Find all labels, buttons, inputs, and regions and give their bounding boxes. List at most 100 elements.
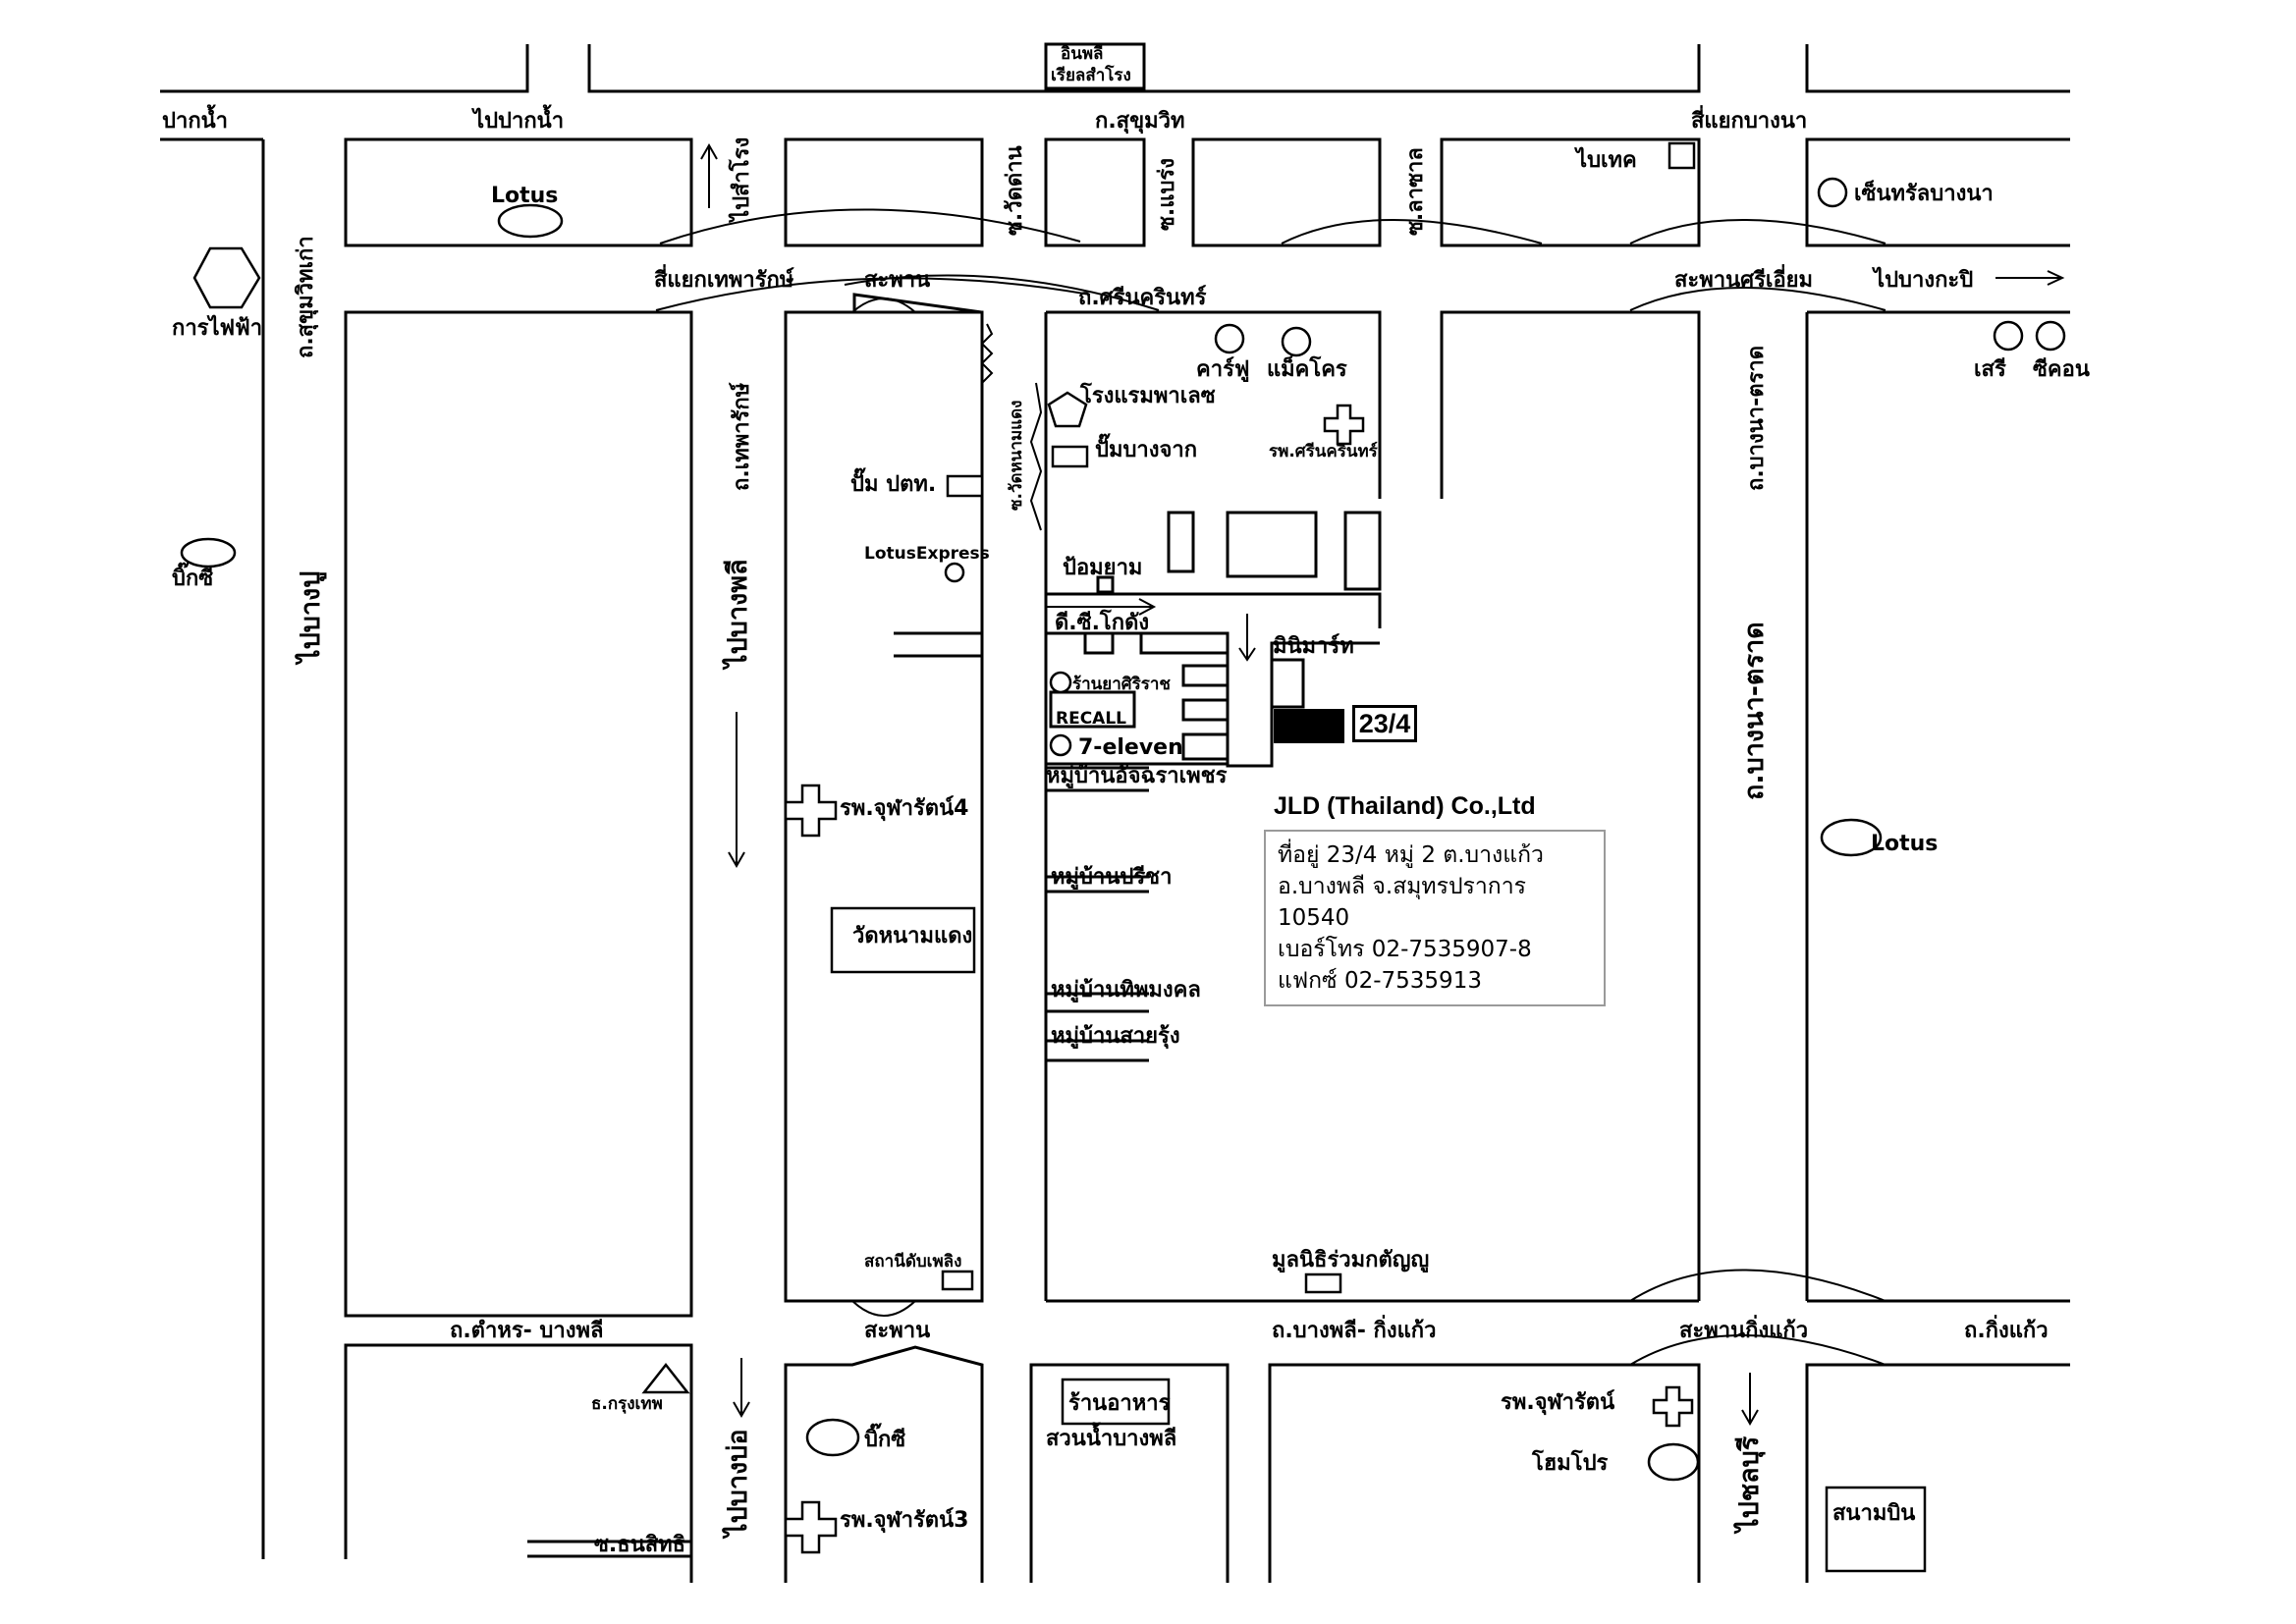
label-bangkok-bank: ธ.กรุงเทพ	[591, 1394, 663, 1414]
label-to-bangkapi: ไปบางกะปิ	[1872, 266, 1973, 293]
address-line: 10540	[1278, 905, 1350, 931]
label-village-preecha: หมู่บ้านปรีชา	[1051, 865, 1172, 891]
destination-building	[1274, 709, 1344, 743]
address-info-box: ที่อยู่ 23/4 หมู่ 2 ต.บางแก้ว อ.บางพลี จ…	[1264, 830, 1606, 1006]
label-lotus-express: LotusExpress	[864, 544, 990, 564]
label-tamru-bangphli: ถ.ตำหร- บางพลี	[450, 1319, 603, 1343]
label-bangphli-kingkaew: ถ.บางพลี- กิ่งแก้ว	[1272, 1314, 1436, 1343]
label-bridge-bottom: สะพาน	[864, 1319, 930, 1343]
label-ptt: ปั๊ม ปตท.	[850, 467, 936, 497]
label-foundation: มูลนิธิร่วมกตัญญู	[1272, 1248, 1429, 1273]
restaurant-box	[1061, 1378, 1171, 1426]
destination-compound	[1046, 511, 1382, 768]
middle-blocks	[344, 293, 2070, 1318]
electricity-icon	[192, 246, 261, 309]
label-bridge-kingkaew: สะพานกิ่งแก้ว	[1679, 1314, 1808, 1343]
address-line: แฟกซ์ 02-7535913	[1278, 968, 1482, 994]
temple-box	[830, 906, 976, 974]
label-recall: RECALL	[1056, 709, 1126, 729]
label-dc-godown: ดี.ซี.โกดัง	[1055, 609, 1149, 635]
bitec-icon	[1667, 141, 1696, 170]
ptt-pump-icon	[946, 474, 984, 498]
label-seven-eleven: 7-eleven	[1078, 735, 1183, 760]
label-electricity: การไฟฟ้า	[172, 314, 262, 341]
hospital-icon	[784, 784, 838, 838]
seacon-icon	[2035, 320, 2066, 352]
hospital-icon	[784, 1500, 838, 1554]
lower-blocks	[344, 1343, 2070, 1583]
bottom-arcs	[1629, 1269, 1886, 1366]
central-icon	[1817, 177, 1848, 208]
label-to-bangphli: ไปบางพลี	[722, 559, 753, 671]
fire-station-icon	[941, 1270, 974, 1291]
label-minimart: มินิมาร์ท	[1273, 633, 1354, 659]
label-village-sairung: หมู่บ้านสายรุ้ง	[1051, 1024, 1180, 1050]
label-pharmacy: ร้านยาศิริราช	[1072, 675, 1171, 694]
label-carrefour: คาร์ฟู	[1196, 356, 1249, 383]
label-village-atchara: หมู่บ้านอัจฉราเพชร	[1046, 764, 1228, 789]
seri-icon	[1993, 320, 2024, 352]
label-paknam: ปากน้ำ	[162, 104, 228, 134]
pharmacy-icon	[1049, 671, 1072, 694]
label-soi-baeng: ซ.แบร่ง	[1155, 158, 1179, 231]
carrefour-icon	[1214, 323, 1245, 354]
sukhumvit-road	[160, 42, 2070, 93]
samrong-junction-box	[1044, 42, 1146, 90]
label-chularat: รพ.จุฬารัตน์	[1501, 1389, 1614, 1416]
label-big-c-bottom: บิ๊กซี	[864, 1423, 905, 1452]
label-chularat4: รพ.จุฬารัตน์4	[840, 795, 968, 822]
label-bitec: ไบเทค	[1574, 146, 1637, 173]
label-airport: สนามบิน	[1832, 1501, 1915, 1526]
map-symbols	[180, 141, 2066, 1573]
label-suan-nam: สวนน้ำบางพลี	[1046, 1422, 1176, 1451]
label-to-bangpu: ไปบางปู	[295, 571, 327, 666]
homepro-icon	[1647, 1442, 1700, 1482]
label-lotus-top: Lotus	[491, 184, 558, 208]
direction-arrows	[700, 142, 2065, 1427]
airport-box	[1825, 1486, 1927, 1573]
seven-eleven-icon	[1049, 733, 1072, 757]
label-seacon: ซีคอน	[2033, 357, 2090, 382]
label-bangna-intersection: สี่แยกบางนา	[1691, 104, 1807, 134]
big-c-icon	[180, 537, 237, 568]
label-thepharak-intersection: สี่แยกเทพารักษ์	[654, 263, 794, 293]
label-police-box: ป้อมยาม	[1063, 556, 1142, 580]
bangchak-pump-icon	[1051, 445, 1089, 468]
address-line: ที่อยู่ 23/4 หมู่ 2 ต.บางแก้ว	[1278, 842, 1544, 868]
label-bridge-top: สะพาน	[864, 268, 930, 293]
label-to-chonburi: ไปชลบุรี	[1733, 1435, 1766, 1535]
label-sukhumvit: ก.สุขุมวิท	[1095, 109, 1185, 135]
label-thepharak: ถ.เทพารักษ์	[729, 382, 754, 491]
label-to-bangbo: ไปบางบ่อ	[722, 1429, 753, 1540]
upper-blocks	[160, 137, 2070, 1559]
makro-icon	[1281, 326, 1312, 357]
foundation-icon	[1304, 1272, 1342, 1294]
village-streets	[1046, 766, 1149, 1062]
address-line: อ.บางพลี จ.สมุทรปราการ	[1278, 874, 1526, 899]
label-chularat3: รพ.จุฬารัตน์3	[840, 1507, 968, 1534]
overpass-arcs	[655, 208, 1886, 311]
hospital-icon	[1652, 1385, 1694, 1428]
label-big-c-left: บิ๊กซี	[172, 562, 213, 591]
label-restaurant: ร้านอาหาร	[1068, 1391, 1171, 1416]
bank-icon	[641, 1362, 690, 1394]
lotus-express-icon	[944, 562, 965, 583]
label-bridge-srieam: สะพานศรีเอี่ยม	[1674, 263, 1813, 293]
hotel-icon	[1047, 391, 1088, 428]
lotus-icon	[1820, 818, 1883, 857]
label-bangchak: ปั๊มบางจาก	[1095, 433, 1197, 462]
lotus-icon	[497, 203, 564, 239]
label-bangna-trad-lower: ถ.บางนา-ตราด	[1739, 622, 1770, 800]
label-central: เซ็นทรัลบางนา	[1854, 179, 1994, 206]
company-name: JLD (Thailand) Co.,Ltd	[1274, 792, 1536, 820]
label-samrong-2: เรียลสำโรง	[1051, 65, 1131, 85]
label-lotus-right: Lotus	[1871, 832, 1938, 856]
label-to-samrong: ไปสำโรง	[728, 137, 754, 223]
label-homepro: โฮมโปร	[1531, 1449, 1609, 1476]
label-kingkaew: ถ.กิ่งแก้ว	[1964, 1314, 2049, 1343]
label-srinakarin: ถ.ศรีนครินทร์	[1078, 285, 1207, 310]
label-makro: แม็คโคร	[1267, 354, 1347, 382]
label-soi-watnamdaeng: ซ.วัดหนามแดง	[1007, 401, 1026, 511]
label-srinakarin-hospital: รพ.ศรีนครินทร์	[1269, 441, 1379, 461]
map-labels: ปากน้ำ ไปปากน้ำ อินพลี เรียลสำโรง ก.สุขุ…	[162, 43, 2090, 1557]
